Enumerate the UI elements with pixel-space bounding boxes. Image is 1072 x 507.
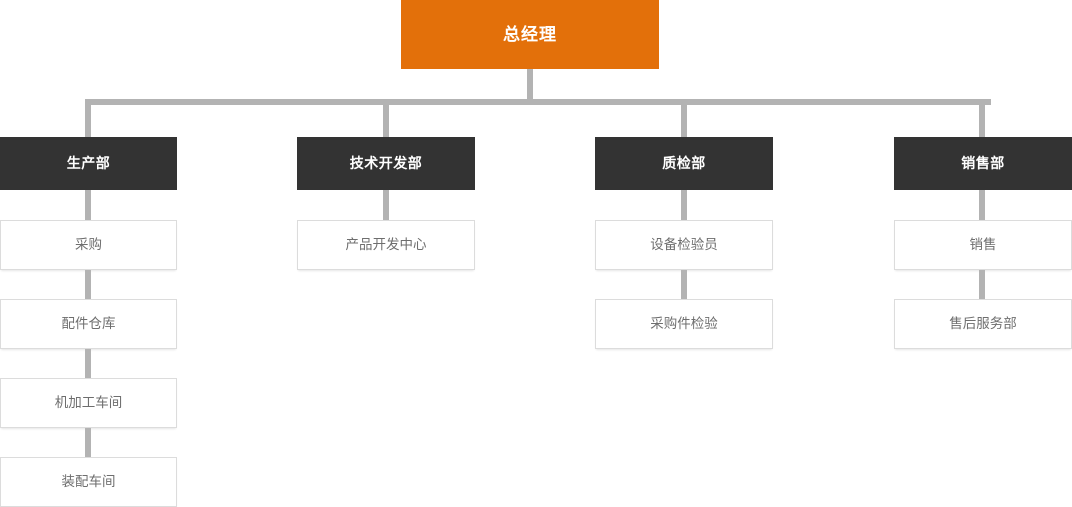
org-node-department-4[interactable]: 销售部	[894, 137, 1072, 190]
org-node-dept4-child-1[interactable]: 销售	[894, 220, 1072, 270]
org-node-dept2-child-1-label: 产品开发中心	[345, 236, 427, 252]
org-node-department-3[interactable]: 质检部	[595, 137, 773, 190]
org-node-dept1-child-3-label: 机加工车间	[54, 394, 123, 410]
org-node-root-label: 总经理	[503, 24, 557, 44]
org-node-department-2[interactable]: 技术开发部	[297, 137, 475, 190]
org-node-department-4-label: 销售部	[961, 154, 1005, 171]
org-node-dept3-child-1[interactable]: 设备检验员	[595, 220, 773, 270]
connector-dept3-to-child1	[681, 190, 687, 220]
connector-bus-to-dept-3	[681, 99, 687, 137]
org-node-dept1-child-2-label: 配件仓库	[61, 315, 116, 331]
connector-dept1-to-child1	[85, 190, 91, 220]
org-node-department-1[interactable]: 生产部	[0, 137, 177, 190]
connector-dept2-to-child1	[383, 190, 389, 220]
org-node-dept4-child-1-label: 销售	[969, 236, 997, 252]
connector-dept1-child3-to-child4	[85, 428, 91, 457]
connector-dept1-child1-to-child2	[85, 270, 91, 299]
org-node-dept1-child-4-label: 装配车间	[61, 473, 116, 489]
connector-bus-to-dept-1	[85, 99, 91, 137]
connector-bus-to-dept-4	[979, 99, 985, 137]
org-node-dept3-child-2[interactable]: 采购件检验	[595, 299, 773, 349]
org-node-dept1-child-1-label: 采购	[75, 236, 102, 252]
org-node-root[interactable]: 总经理	[401, 0, 659, 69]
connector-dept4-to-child1	[979, 190, 985, 220]
org-node-dept2-child-1[interactable]: 产品开发中心	[297, 220, 475, 270]
org-node-dept1-child-2[interactable]: 配件仓库	[0, 299, 177, 349]
connector-bus-to-dept-2	[383, 99, 389, 137]
org-node-dept3-child-1-label: 设备检验员	[650, 236, 718, 252]
connector-root-down	[527, 69, 533, 104]
org-node-dept4-child-2[interactable]: 售后服务部	[894, 299, 1072, 349]
org-node-dept1-child-4[interactable]: 装配车间	[0, 457, 177, 507]
connector-dept3-child1-to-child2	[681, 270, 687, 299]
org-node-dept1-child-1[interactable]: 采购	[0, 220, 177, 270]
org-node-dept4-child-2-label: 售后服务部	[949, 315, 1017, 331]
org-node-dept1-child-3[interactable]: 机加工车间	[0, 378, 177, 428]
org-node-department-1-label: 生产部	[66, 154, 111, 171]
connector-dept1-child2-to-child3	[85, 349, 91, 378]
connector-bus-horizontal	[85, 99, 991, 105]
org-node-dept3-child-2-label: 采购件检验	[650, 315, 718, 331]
org-node-department-2-label: 技术开发部	[349, 154, 423, 171]
org-node-department-3-label: 质检部	[662, 154, 706, 171]
connector-dept4-child1-to-child2	[979, 270, 985, 299]
